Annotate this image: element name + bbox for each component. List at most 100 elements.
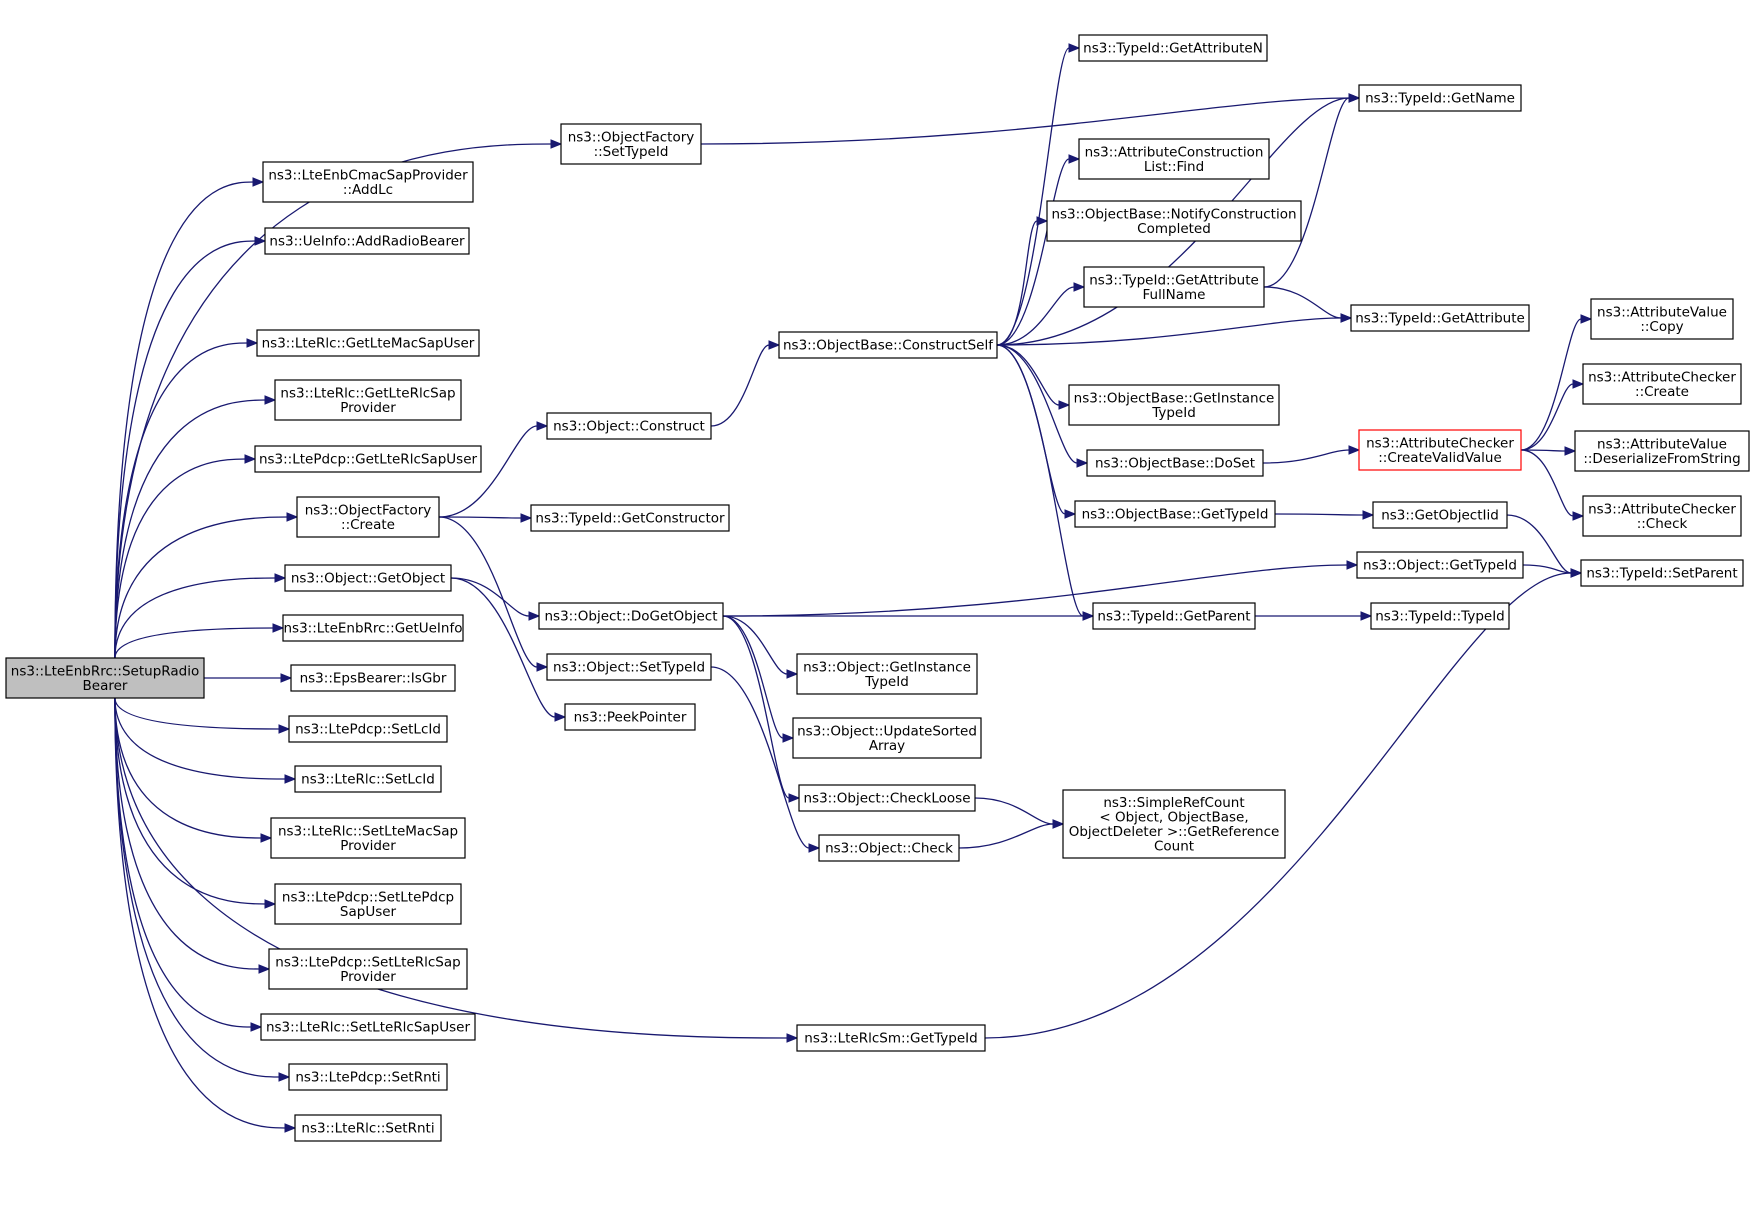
node-label: ::Create: [341, 517, 395, 533]
edge-getobject-to-peekpointer: [450, 577, 567, 722]
node-box: [274, 883, 462, 925]
node-getattributen[interactable]: ns3::TypeId::GetAttributeN: [1078, 34, 1268, 62]
node-box: [296, 496, 440, 538]
arrowhead: [1572, 511, 1585, 521]
node-peekpointer[interactable]: ns3::PeekPointer: [564, 703, 696, 731]
edge-line: [1520, 318, 1582, 451]
node-label: ns3::AttributeChecker: [1366, 435, 1514, 451]
edge-getattributefullname-to-getattribute: [1263, 286, 1353, 323]
node-isgbr[interactable]: ns3::EpsBearer::IsGbr: [290, 664, 456, 692]
node-setparent[interactable]: ns3::TypeId::SetParent: [1580, 559, 1744, 587]
node-label: ::CreateValidValue: [1378, 450, 1502, 466]
node-getueinfo[interactable]: ns3::LteEnbRrc::GetUeInfo: [282, 614, 464, 642]
edge-root-to-ofsettypeid: [114, 139, 563, 659]
node-ofsettypeid[interactable]: ns3::ObjectFactory::SetTypeId: [560, 123, 702, 165]
node-label: ::SetTypeId: [594, 144, 669, 160]
node-box: [564, 703, 696, 731]
node-label: ns3::ObjectFactory: [305, 502, 432, 518]
edge-createvalidvalue-to-avdeserialize: [1520, 446, 1577, 456]
node-simplerefcount[interactable]: ns3::SimpleRefCount< Object, ObjectBase,…: [1062, 789, 1286, 859]
node-label: ObjectDeleter >::GetReference: [1069, 824, 1280, 840]
node-addlc[interactable]: ns3::LteEnbCmacSapProvider::AddLc: [262, 161, 474, 203]
node-checkloose[interactable]: ns3::Object::CheckLoose: [798, 784, 976, 812]
node-objconstruct[interactable]: ns3::Object::Construct: [546, 412, 712, 440]
node-box: [1580, 559, 1744, 587]
node-createvalidvalue[interactable]: ns3::AttributeChecker::CreateValidValue: [1358, 429, 1522, 471]
node-obgettypeid[interactable]: ns3::ObjectBase::GetTypeId: [1074, 500, 1276, 528]
node-pdcpsetrnti[interactable]: ns3::LtePdcp::SetRnti: [288, 1063, 448, 1091]
node-label: SapUser: [340, 904, 397, 920]
node-typeidctor[interactable]: ns3::TypeId::TypeId: [1370, 602, 1510, 630]
node-label: ns3::Object::GetObject: [291, 571, 445, 587]
node-dogetobject[interactable]: ns3::Object::DoGetObject: [538, 602, 724, 630]
arrowhead: [1340, 313, 1353, 323]
edge-line: [984, 572, 1572, 1039]
arrowhead: [1058, 400, 1071, 410]
node-objgettypeid[interactable]: ns3::Object::GetTypeId: [1356, 551, 1524, 579]
node-getlterlcsapuser[interactable]: ns3::LtePdcp::GetLteRlcSapUser: [254, 445, 482, 473]
node-label: ns3::TypeId::GetName: [1365, 91, 1515, 107]
node-getobject[interactable]: ns3::Object::GetObject: [284, 564, 452, 592]
node-accreate[interactable]: ns3::AttributeChecker::Create: [1582, 363, 1742, 405]
edge-line: [114, 697, 280, 1078]
node-box: [5, 657, 205, 699]
node-getattribute[interactable]: ns3::TypeId::GetAttribute: [1350, 304, 1530, 332]
node-box: [290, 664, 456, 692]
node-box: [274, 379, 462, 421]
node-label: ns3::LteEnbCmacSapProvider: [268, 167, 468, 183]
edge-root-to-setltepdcpsapuser: [114, 697, 277, 909]
node-addradiobearer[interactable]: ns3::UeInfo::AddRadioBearer: [264, 227, 470, 255]
edge-line: [114, 181, 254, 659]
edge-getparent-to-typeidctor: [1254, 611, 1373, 621]
arrowhead: [1572, 379, 1585, 389]
edge-line: [996, 344, 1084, 617]
node-rlcsetrnti[interactable]: ns3::LteRlc::SetRnti: [294, 1114, 442, 1142]
edge-line: [710, 666, 810, 849]
node-pdcpsetlcid[interactable]: ns3::LtePdcp::SetLcId: [288, 715, 448, 743]
node-avcopy[interactable]: ns3::AttributeValue::Copy: [1590, 298, 1734, 340]
node-getlterlcsmtypeid[interactable]: ns3::LteRlcSm::GetTypeId: [796, 1024, 986, 1052]
node-rlcsetlcid[interactable]: ns3::LteRlc::SetLcId: [294, 765, 442, 793]
edge-line: [114, 697, 280, 730]
node-notifyconstruction[interactable]: ns3::ObjectBase::NotifyConstructionCompl…: [1046, 200, 1302, 242]
node-getconstructor[interactable]: ns3::TypeId::GetConstructor: [530, 504, 730, 532]
edge-createvalidvalue-to-accreate: [1520, 379, 1585, 451]
node-box: [796, 1024, 986, 1052]
node-avdeserialize[interactable]: ns3::AttributeValue::DeserializeFromStri…: [1574, 430, 1750, 472]
node-box: [538, 602, 724, 630]
node-label: ::AddLc: [343, 182, 393, 198]
arrowhead: [550, 139, 563, 149]
node-box: [294, 1114, 442, 1142]
node-accheck[interactable]: ns3::AttributeChecker::Check: [1582, 495, 1742, 537]
node-doset[interactable]: ns3::ObjectBase::DoSet: [1086, 449, 1264, 477]
edge-line: [114, 240, 256, 659]
node-constructself[interactable]: ns3::ObjectBase::ConstructSelf: [778, 331, 998, 359]
node-box: [1083, 266, 1265, 308]
node-label: ns3::UeInfo::AddRadioBearer: [269, 234, 465, 250]
node-getltemacsapuser[interactable]: ns3::LteRlc::GetLteMacSapUser: [256, 329, 480, 357]
node-check[interactable]: ns3::Object::Check: [818, 834, 960, 862]
node-ofcreate[interactable]: ns3::ObjectFactory::Create: [296, 496, 440, 538]
node-setlterlcsapuser[interactable]: ns3::LteRlc::SetLteRlcSapUser: [260, 1013, 476, 1041]
node-box: [1356, 551, 1524, 579]
node-label: ns3::LtePdcp::SetLcId: [295, 722, 441, 738]
edge-root-to-ofcreate: [114, 512, 299, 659]
edge-ofcreate-to-objconstruct: [438, 421, 549, 518]
node-label: ns3::LteRlc::GetLteRlcSap: [280, 385, 455, 401]
node-getname[interactable]: ns3::TypeId::GetName: [1358, 84, 1522, 112]
node-objsettypeid[interactable]: ns3::Object::SetTypeId: [546, 653, 712, 681]
node-getparent[interactable]: ns3::TypeId::GetParent: [1092, 602, 1256, 630]
node-getobjectiid[interactable]: ns3::GetObjectIid: [1372, 501, 1508, 529]
edge-createvalidvalue-to-avcopy: [1520, 314, 1593, 451]
